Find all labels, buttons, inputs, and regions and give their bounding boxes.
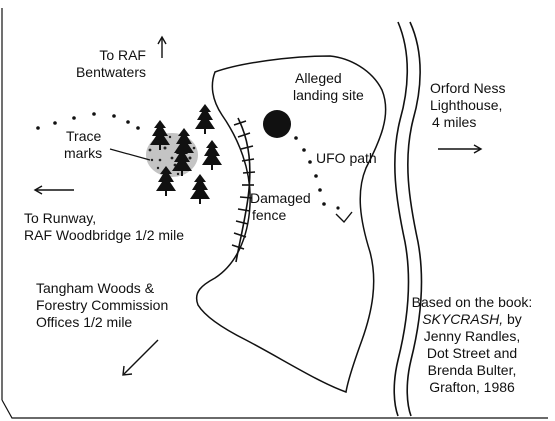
alleged-landing-site-label: Alleged landing site — [293, 70, 364, 104]
label-line: fence — [252, 207, 287, 223]
arrow-east — [438, 144, 483, 154]
ufo-path-label: UFO path — [316, 150, 377, 167]
coastline-outer — [393, 21, 410, 417]
label-line: Jenny Randles, — [423, 328, 521, 344]
label-line: UFO path — [316, 150, 377, 166]
label-line: Dot Street and — [426, 345, 518, 361]
frame-border — [1, 8, 548, 419]
damaged-fence-label: Damaged fence — [250, 190, 311, 224]
orford-ness-label: Orford Ness Lighthouse, 4 miles — [430, 80, 505, 131]
trace-marks-label: Trace marks — [64, 128, 102, 162]
label-line: marks — [64, 145, 103, 161]
label-line: To RAF — [99, 47, 146, 63]
label-line: Offices 1/2 mile — [36, 314, 133, 330]
label-line: Bentwaters — [75, 64, 146, 80]
tree-icon — [150, 120, 170, 150]
label-line: RAF Woodbridge 1/2 mile — [24, 227, 185, 243]
dotted-path-west — [36, 112, 140, 130]
ufo-path-end-mark — [335, 211, 353, 224]
label-line: Damaged — [250, 190, 311, 206]
arrow-west — [33, 185, 74, 195]
tree-icon — [156, 166, 176, 196]
label-line: Brenda Bulter, — [427, 362, 517, 378]
book-title: SKYCRASH, — [422, 311, 504, 327]
arrow-north — [157, 35, 167, 58]
credit-label: Based on the book: SKYCRASH, by Jenny Ra… — [392, 294, 552, 396]
tree-cluster — [150, 104, 222, 204]
label-line: SKYCRASH, by — [392, 311, 552, 328]
label-line: Alleged — [295, 70, 342, 86]
label-line: 4 miles — [432, 114, 477, 130]
label-fragment: by — [503, 311, 522, 327]
tangham-woods-label: Tangham Woods & Forestry Commission Offi… — [36, 280, 168, 331]
label-line: Lighthouse, — [430, 97, 503, 113]
coastline-inner — [406, 21, 423, 417]
raf-bentwaters-label: To RAF Bentwaters — [50, 47, 146, 81]
tree-icon — [190, 174, 210, 204]
ufo-path-dots — [294, 136, 340, 210]
to-runway-label: To Runway, RAF Woodbridge 1/2 mile — [24, 210, 184, 244]
label-line: Based on the book: — [411, 294, 533, 310]
trace-marks-leader — [109, 148, 151, 161]
label-line: Orford Ness — [430, 80, 506, 96]
damaged-fence — [231, 117, 256, 263]
tree-icon — [202, 140, 222, 170]
label-line: To Runway, — [24, 210, 97, 226]
tree-icon — [195, 104, 215, 134]
tree-icon — [172, 146, 192, 176]
label-line: Grafton, 1986 — [429, 379, 515, 395]
arrow-southwest — [122, 339, 159, 376]
label-line: Tangham Woods & — [36, 280, 155, 296]
field-boundary — [195, 55, 387, 394]
label-line: Forestry Commission — [36, 297, 169, 313]
label-line: Trace — [66, 128, 102, 144]
label-line: landing site — [293, 87, 364, 103]
landing-site-marker — [263, 110, 291, 138]
